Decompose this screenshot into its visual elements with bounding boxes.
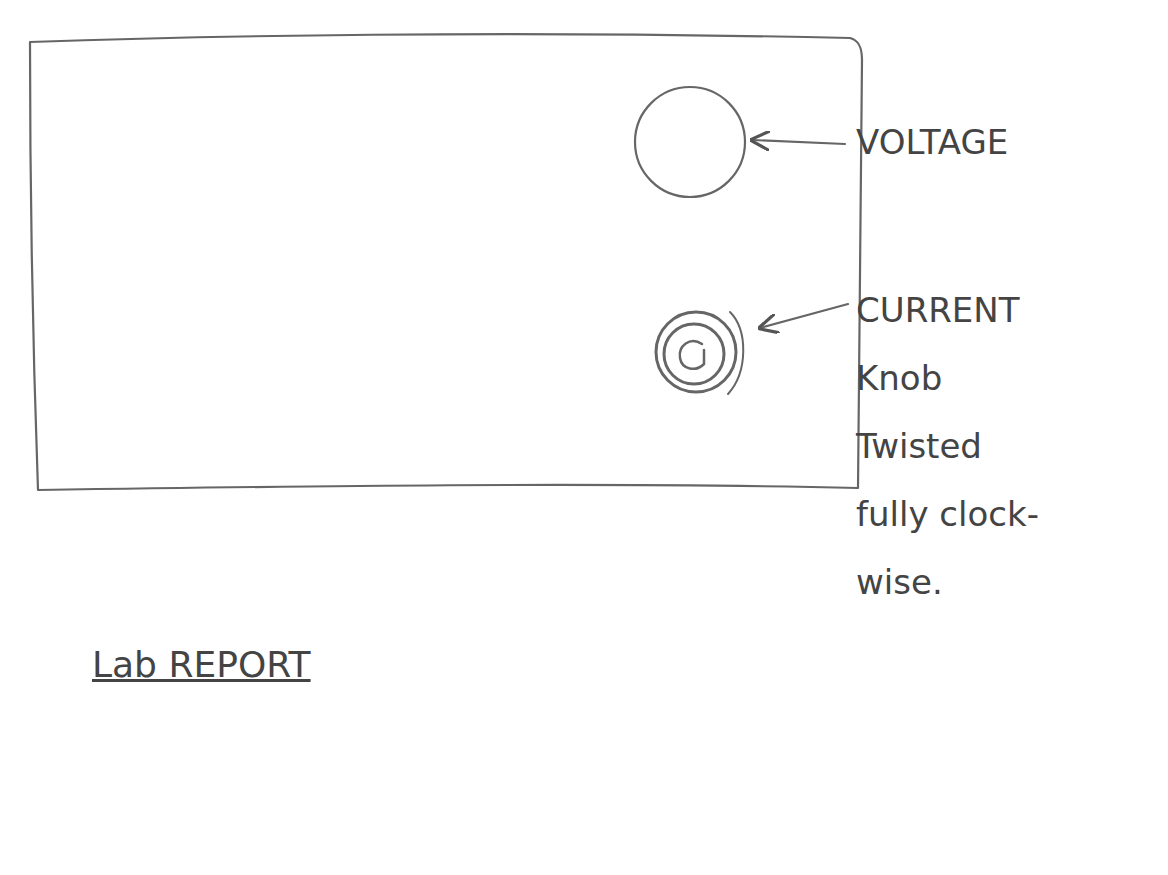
heading-note: Lab REPORT [92, 640, 412, 690]
leader-arrow [752, 140, 845, 144]
rotation-mark [728, 312, 743, 394]
leader-arrow [760, 304, 848, 328]
supply-housing [30, 34, 862, 490]
current-knob-inner [664, 324, 724, 384]
current-knob [656, 312, 736, 392]
callout-label: VOLTAGE [856, 120, 1116, 164]
callout-label: CURRENT Knob Twisted fully clock-wise. [856, 276, 1056, 616]
voltage-knob [635, 87, 745, 197]
knob-mark [680, 341, 704, 369]
